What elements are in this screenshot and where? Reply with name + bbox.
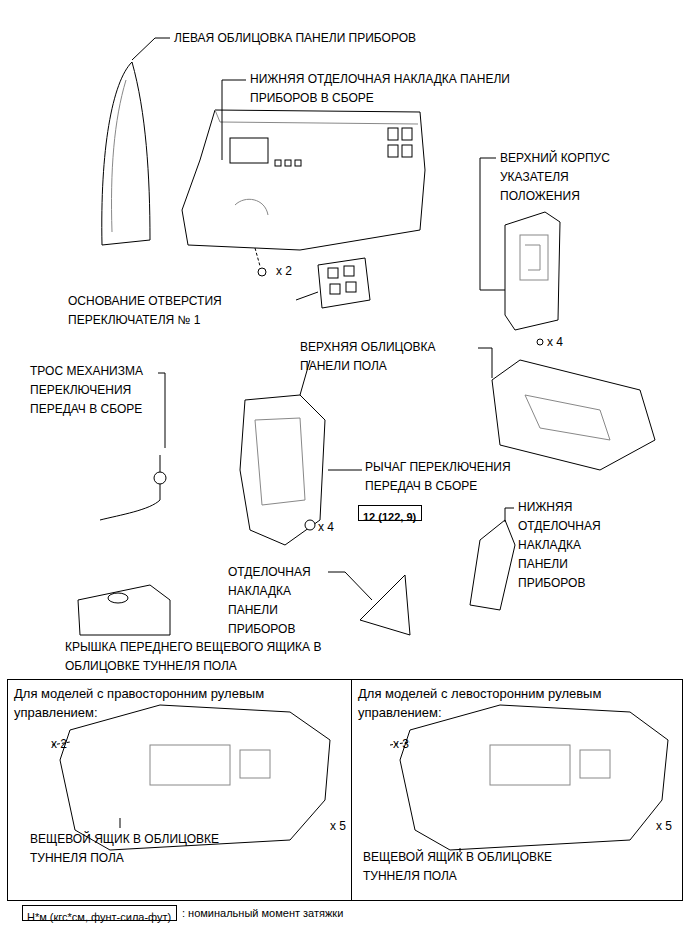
condition-panel: Для моделей с правосторонним рулевым упр… <box>7 679 352 901</box>
condition-panel: Для моделей с левосторонним рулевым упра… <box>351 679 683 901</box>
panel-heading: Для моделей с левосторонним рулевым упра… <box>358 684 658 722</box>
part-label: КРЫШКА ПЕРЕДНЕГО ВЕЩЕВОГО ЯЩИКА В ОБЛИЦО… <box>65 638 350 676</box>
value-box: Н*м (кгс*см, фунт-сила-фут) <box>22 905 177 921</box>
part-label: ЛЕВАЯ ОБЛИЦОВКА ПАНЕЛИ ПРИБОРОВ <box>174 29 484 48</box>
part-label: РЫЧАГ ПЕРЕКЛЮЧЕНИЯ ПЕРЕДАЧ В СБОРЕ <box>365 458 565 496</box>
part-label: ТРОС МЕХАНИЗМА ПЕРЕКЛЮЧЕНИЯ ПЕРЕДАЧ В СБ… <box>30 362 162 419</box>
part-label: НИЖНЯЯ ОТДЕЛОЧНАЯ НАКЛАДКА ПАНЕЛИ ПРИБОР… <box>250 70 540 108</box>
torque-value: Н*м (кгс*см, фунт-сила-фут) <box>27 911 171 923</box>
quantity-label: x 4 <box>318 518 348 537</box>
quantity-label: x 3 <box>393 735 423 754</box>
part-label: ВЕРХНИЙ КОРПУС УКАЗАТЕЛЯ ПОЛОЖЕНИЯ <box>500 149 640 206</box>
quantity-label: x 4 <box>547 333 577 352</box>
quantity-label: x 2 <box>276 262 306 281</box>
legend-text: : номинальный момент затяжки <box>182 905 343 921</box>
part-label: ВЕРХНЯЯ ОБЛИЦОВКА ПАНЕЛИ ПОЛА <box>300 338 475 376</box>
quantity-label: x 5 <box>330 817 352 836</box>
quantity-label: x 2 <box>51 735 81 754</box>
value-box: 12 (122, 9) <box>358 505 422 521</box>
part-label: ВЕЩЕВОЙ ЯЩИК В ОБЛИЦОВКЕ ТУННЕЛЯ ПОЛА <box>363 848 563 886</box>
panel-heading: Для моделей с правосторонним рулевым упр… <box>14 684 314 722</box>
part-label: ОТДЕЛОЧНАЯ НАКЛАДКА ПАНЕЛИ ПРИБОРОВ <box>228 563 328 639</box>
part-label: ОСНОВАНИЕ ОТВЕРСТИЯ ПЕРЕКЛЮЧАТЕЛЯ № 1 <box>68 292 298 330</box>
part-label: НИЖНЯЯ ОТДЕЛОЧНАЯ НАКЛАДКА ПАНЕЛИ ПРИБОР… <box>518 498 618 593</box>
part-label: ВЕЩЕВОЙ ЯЩИК В ОБЛИЦОВКЕ ТУННЕЛЯ ПОЛА <box>30 830 230 868</box>
torque-value: 12 (122, 9) <box>363 511 416 523</box>
quantity-label: x 5 <box>656 817 678 836</box>
